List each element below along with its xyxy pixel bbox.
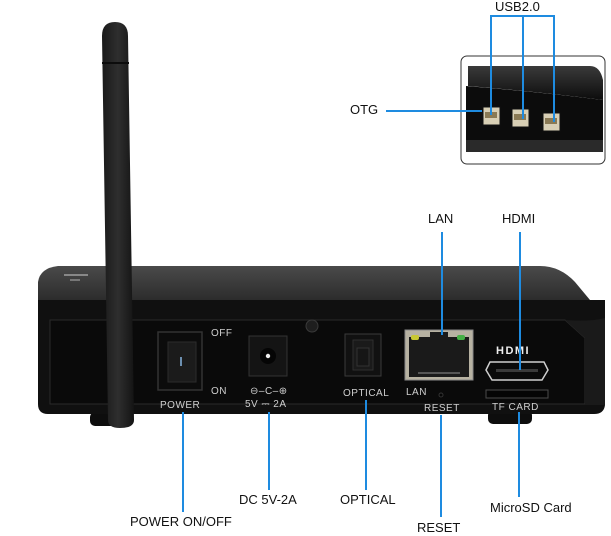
switch-on-marking: ON <box>211 386 227 397</box>
reset-marking: RESET <box>424 403 460 414</box>
callout-dc: DC 5V-2A <box>239 492 297 507</box>
callout-usb: USB2.0 <box>495 0 540 14</box>
callout-microsd: MicroSD Card <box>490 500 572 515</box>
leader-usb-1 <box>490 15 492 115</box>
leader-lan <box>441 232 443 335</box>
callout-otg: OTG <box>350 102 379 117</box>
switch-off-marking: OFF <box>211 328 233 339</box>
leader-hdmi <box>519 232 521 370</box>
tf-card-marking: TF CARD <box>492 402 539 413</box>
leader-microsd <box>518 412 520 497</box>
hdmi-logo: HDMI <box>496 345 531 357</box>
optical-marking: OPTICAL <box>343 388 390 399</box>
reset-hole <box>438 392 444 398</box>
antenna <box>102 22 134 428</box>
callout-lan: LAN <box>428 211 454 226</box>
leader-otg <box>386 110 482 112</box>
leader-usb-top <box>490 15 553 17</box>
power-marking: POWER <box>160 400 201 411</box>
screw <box>305 319 319 333</box>
leader-dc <box>268 412 270 490</box>
leader-usb-3 <box>553 15 555 122</box>
callout-hdmi: HDMI <box>502 211 536 226</box>
callout-optical: OPTICAL <box>340 492 396 507</box>
lan-led-right <box>457 335 465 340</box>
callout-power: POWER ON/OFF <box>130 514 232 529</box>
lan-marking: LAN <box>406 387 427 398</box>
tf-card-slot <box>485 389 549 399</box>
dc-polarity-marking: ⊖–C–⊕ <box>250 386 288 397</box>
callout-reset: RESET <box>417 520 461 535</box>
leader-power <box>182 412 184 512</box>
leader-usb-2 <box>522 15 524 119</box>
leader-optical <box>365 400 367 490</box>
lan-led-left <box>411 335 419 340</box>
leader-reset <box>440 415 442 517</box>
dc-rating-marking: 5V ⎓ 2A <box>245 399 287 410</box>
